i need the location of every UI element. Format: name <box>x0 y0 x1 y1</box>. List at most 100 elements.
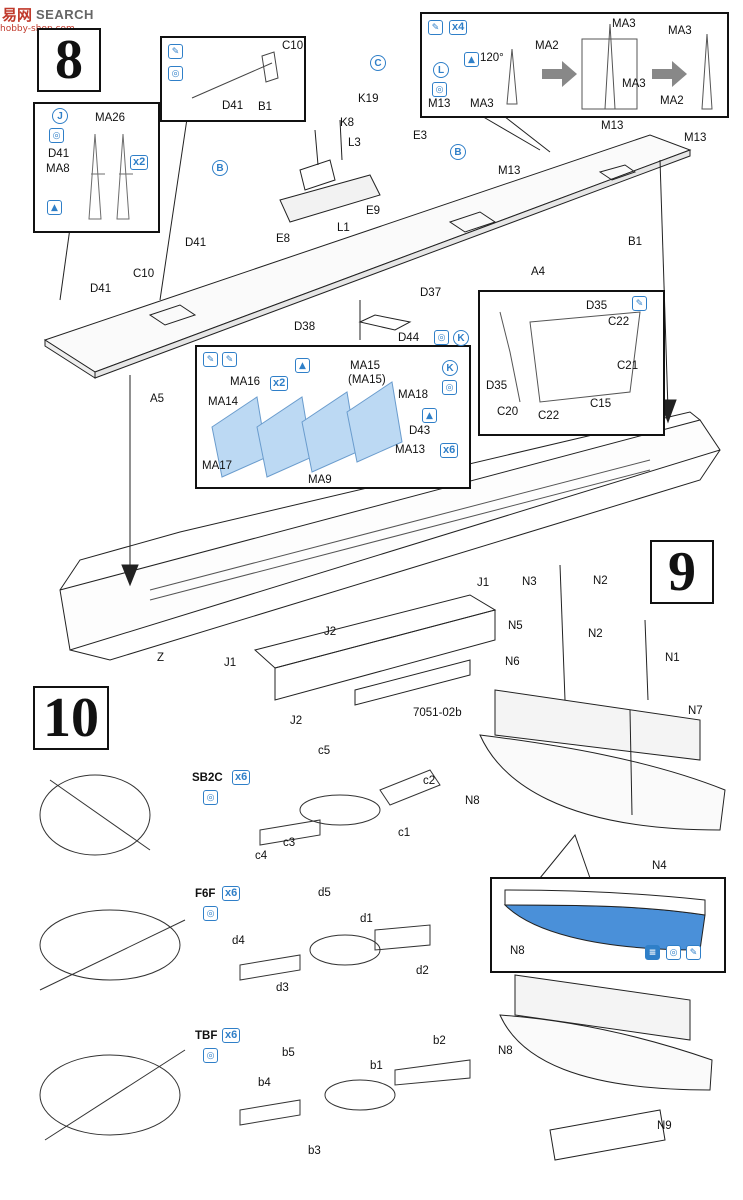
label-7051-02b: 7051-02b <box>413 707 462 719</box>
label-c3: c3 <box>283 837 296 849</box>
label-c20: C20 <box>497 406 519 418</box>
label-f6f: F6F <box>195 888 216 900</box>
label-c10: C10 <box>282 40 304 52</box>
badge-b-left: B <box>212 160 228 176</box>
watermark-logo: 易网 <box>2 5 33 24</box>
label-b1-tbf: b1 <box>370 1060 383 1072</box>
badge-k-d44: K <box>453 330 469 346</box>
paint-drop-icon: ✎ <box>203 352 218 367</box>
qty-x2-ma: x2 <box>270 376 289 391</box>
label-j2-a: J2 <box>324 626 337 638</box>
label-k19: K19 <box>358 93 379 105</box>
label-d37: D37 <box>420 287 442 299</box>
label-m13-a: M13 <box>498 165 521 177</box>
label-n8-callout: N8 <box>510 945 525 957</box>
label-ma9: MA9 <box>308 474 332 486</box>
qty-x2: x2 <box>130 155 149 170</box>
label-ma13: MA13 <box>395 444 426 456</box>
label-n9: N9 <box>657 1120 672 1132</box>
callout-c10-detail <box>160 36 306 122</box>
label-d3: d3 <box>276 982 289 994</box>
label-n5: N5 <box>508 620 523 632</box>
label-m13-callout: M13 <box>428 98 451 110</box>
badge-b-right: B <box>450 144 466 160</box>
label-d43: D43 <box>409 425 431 437</box>
label-m13-b: M13 <box>601 120 624 132</box>
glue-icon: ◎ <box>434 330 449 345</box>
label-d2: d2 <box>416 965 429 977</box>
label-d41: D41 <box>222 100 244 112</box>
label-b5: b5 <box>282 1047 295 1059</box>
paint-drop-icon: ✎ <box>222 352 237 367</box>
label-n8-b: N8 <box>498 1045 513 1057</box>
glue-icon: ◎ <box>442 380 457 395</box>
step-8-number: 8 <box>37 28 101 92</box>
label-sb2c: SB2C <box>192 772 223 784</box>
qty-f6f: x6 <box>222 886 241 901</box>
label-c21: C21 <box>617 360 639 372</box>
glue-icon: ◎ <box>203 1048 218 1063</box>
mirror-icon: ▲ <box>295 358 310 373</box>
label-e8: E8 <box>276 233 291 245</box>
label-c2: c2 <box>423 775 436 787</box>
label-ma8: MA8 <box>46 163 70 175</box>
glue-icon: ◎ <box>432 82 447 97</box>
label-b3: b3 <box>308 1145 321 1157</box>
label-ma14: MA14 <box>208 396 239 408</box>
label-a4: A4 <box>531 266 546 278</box>
label-k8: K8 <box>340 117 355 129</box>
glue-icon: ◎ <box>666 945 681 960</box>
label-b1: B1 <box>258 101 273 113</box>
label-ma18: MA18 <box>398 389 429 401</box>
label-ma3-b: MA3 <box>612 18 636 30</box>
label-a5: A5 <box>150 393 165 405</box>
label-ma15-paren: (MA15) <box>348 374 386 386</box>
label-n2-a: N2 <box>593 575 608 587</box>
glue-icon: ◎ <box>168 66 183 81</box>
label-n3: N3 <box>522 576 537 588</box>
label-angle: 120° <box>480 52 504 64</box>
label-c1: c1 <box>398 827 411 839</box>
label-d41-callout: D41 <box>48 148 70 160</box>
label-n1: N1 <box>665 652 680 664</box>
qty-x4: x4 <box>449 20 468 35</box>
label-e9: E9 <box>366 205 381 217</box>
badge-k: K <box>442 360 458 376</box>
label-ma17: MA17 <box>202 460 233 472</box>
label-c22-a: C22 <box>608 316 630 328</box>
label-ma3-a: MA3 <box>470 98 494 110</box>
qty-tbf: x6 <box>222 1028 241 1043</box>
label-d35-a: D35 <box>586 300 608 312</box>
mirror-icon: ▲ <box>47 200 62 215</box>
label-j1-b: J1 <box>224 657 237 669</box>
mirror-icon: ▲ <box>422 408 437 423</box>
callout-d35-detail <box>478 290 665 436</box>
label-c22-b: C22 <box>538 410 560 422</box>
label-d41-c: D41 <box>90 283 112 295</box>
badge-j: J <box>52 108 68 124</box>
label-ma16: MA16 <box>230 376 261 388</box>
label-d4: d4 <box>232 935 245 947</box>
qty-x6-ma: x6 <box>440 443 459 458</box>
label-d5: d5 <box>318 887 331 899</box>
label-c4: c4 <box>255 850 268 862</box>
label-n4: N4 <box>652 860 667 872</box>
label-b1-deck: B1 <box>628 236 643 248</box>
label-j1-a: J1 <box>477 577 490 589</box>
label-ma15: MA15 <box>350 360 381 372</box>
label-ma2-a: MA2 <box>535 40 559 52</box>
label-b2: b2 <box>433 1035 446 1047</box>
paint-drop-icon: ✎ <box>686 945 701 960</box>
label-z: Z <box>157 652 165 664</box>
badge-l: L <box>433 62 449 78</box>
label-d38: D38 <box>294 321 316 333</box>
qty-sb2c: x6 <box>232 770 251 785</box>
label-d44: D44 <box>398 332 420 344</box>
label-c10-b: C10 <box>133 268 155 280</box>
step-10-number: 10 <box>33 686 109 750</box>
badge-c: C <box>370 55 386 71</box>
label-l3: L3 <box>348 137 361 149</box>
label-m13-c: M13 <box>684 132 707 144</box>
